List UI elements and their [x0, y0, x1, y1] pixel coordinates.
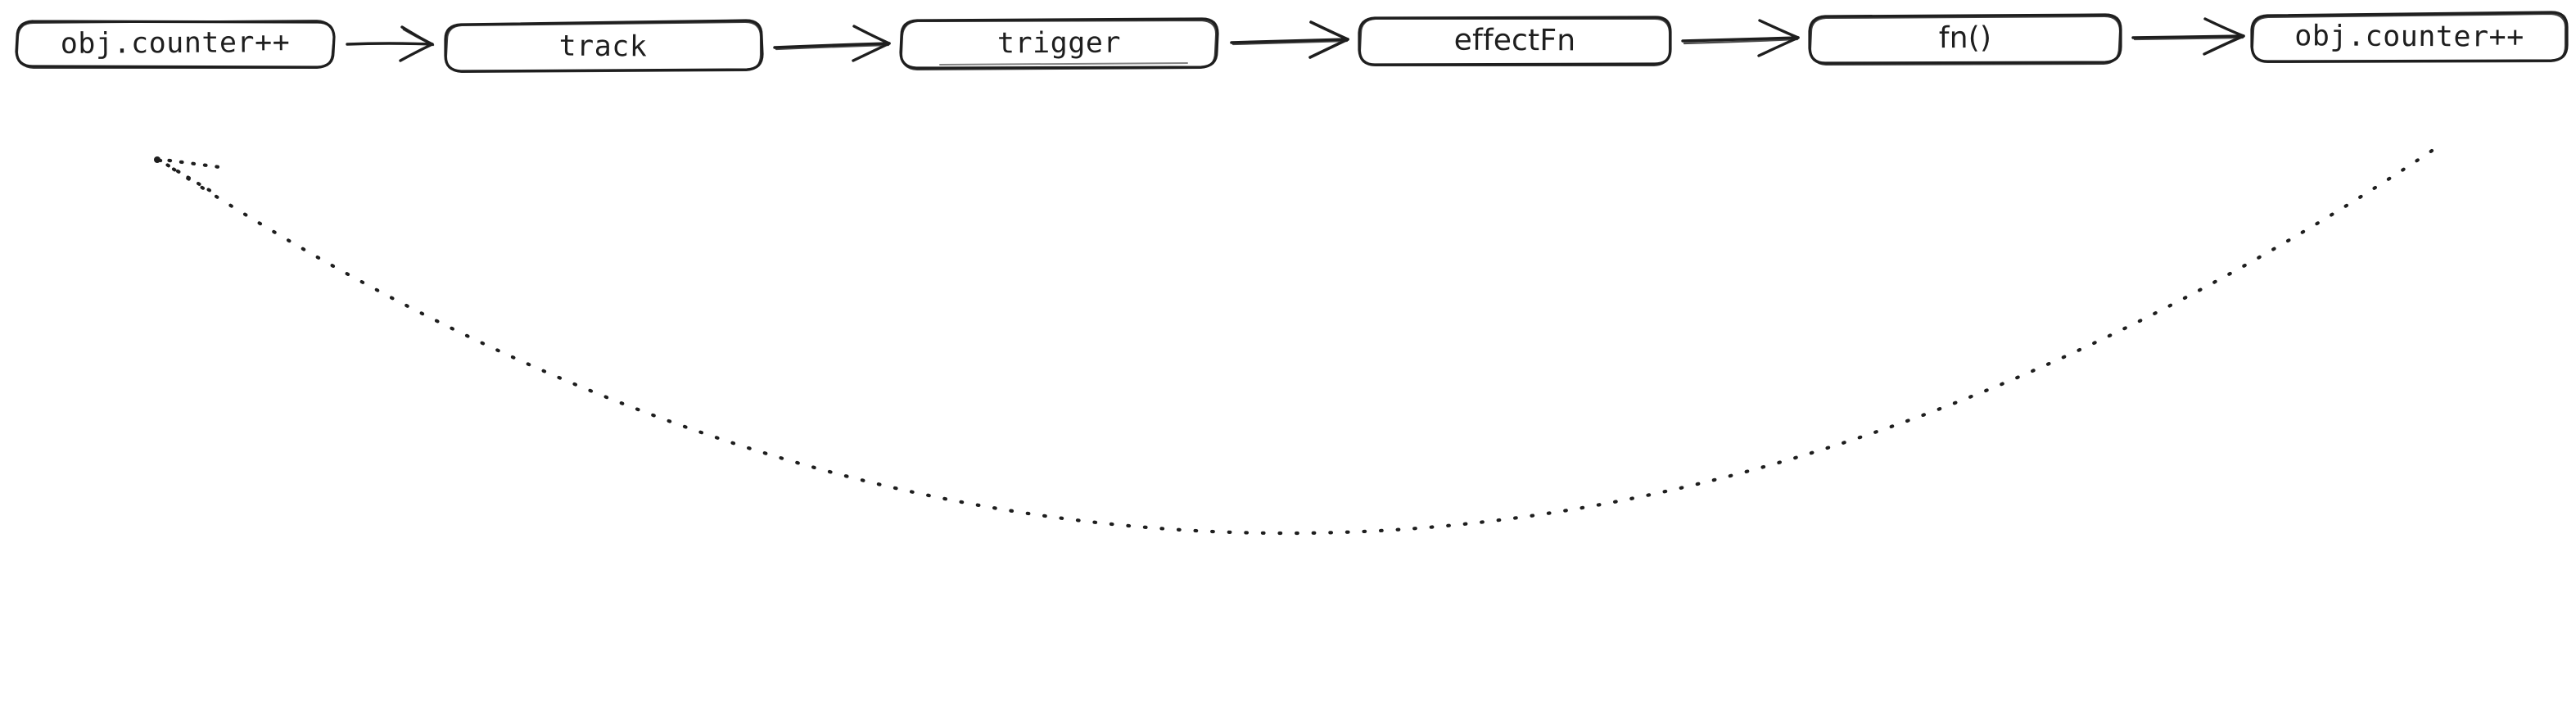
arrow-4: [1681, 19, 1800, 57]
feedback-loop-edge: [154, 148, 2434, 536]
feedback-arrowhead-lower: [155, 156, 217, 196]
feedback-curve-path: [158, 148, 2434, 536]
arrow-3: [1230, 20, 1349, 59]
node-border-second-pass: [1809, 15, 2122, 66]
feedback-arrowhead-tip: [154, 156, 160, 163]
node-border-overline: [2292, 12, 2531, 16]
arrow-2: [773, 25, 891, 62]
node-border-second-pass: [16, 19, 336, 70]
node-border: [1358, 16, 1672, 66]
node-obj-counter-start[interactable]: [15, 19, 336, 70]
node-track[interactable]: [444, 19, 764, 74]
node-border-second-pass: [2251, 12, 2567, 64]
node-border-second-pass: [1358, 17, 1671, 67]
node-trigger[interactable]: [899, 17, 1219, 71]
node-effect-fn[interactable]: [1358, 16, 1672, 67]
feedback-arrowhead-upper: [155, 156, 222, 170]
node-border-second-pass: [900, 19, 1218, 71]
node-border-underline: [939, 62, 1188, 66]
node-border: [1808, 13, 2122, 65]
node-fn-call[interactable]: [1808, 13, 2122, 66]
arrow-5: [2131, 17, 2245, 56]
arrow-1: [346, 25, 435, 62]
node-obj-counter-end[interactable]: [2250, 11, 2569, 64]
node-border-second-pass: [445, 20, 762, 74]
